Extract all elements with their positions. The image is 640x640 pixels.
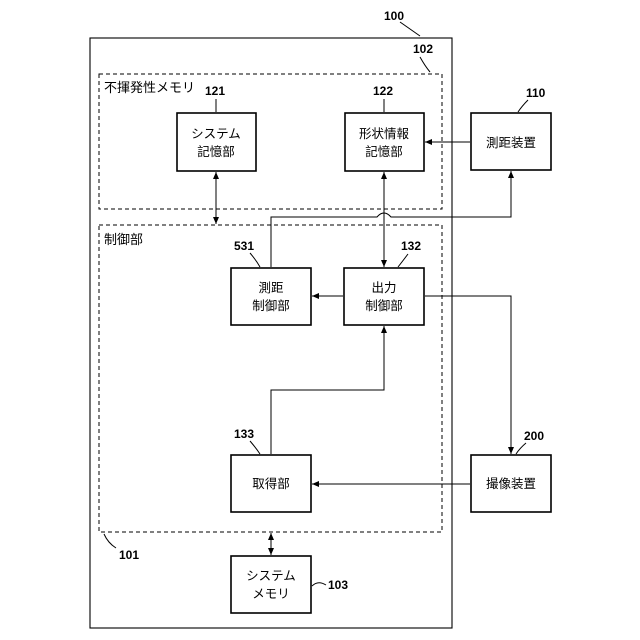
system-storage-line2: 記憶部 xyxy=(197,144,235,159)
imaging-device-number: 200 xyxy=(524,429,544,443)
shape-storage-number: 122 xyxy=(373,84,393,98)
imaging-device-label: 撮像装置 xyxy=(486,476,536,491)
ranging-control-box xyxy=(231,268,311,325)
output-control-line1: 出力 xyxy=(371,280,396,295)
system-memory-leader xyxy=(312,583,326,586)
ranging-device-label: 測距装置 xyxy=(486,135,536,150)
output-control-box xyxy=(344,268,424,325)
system-storage-number: 121 xyxy=(205,84,225,98)
ranging-device-number: 110 xyxy=(526,86,546,100)
ranging-control-leader xyxy=(250,253,260,267)
system-memory-line2: メモリ xyxy=(252,586,290,601)
nonvolatile-memory-label: 不揮発性メモリ xyxy=(104,81,195,96)
device-number: 100 xyxy=(384,9,404,23)
imaging-device-leader xyxy=(516,443,526,454)
control-region-label: 制御部 xyxy=(104,233,143,248)
control-region-leader xyxy=(104,534,116,548)
ranging-control-to-ranging-device-arrow xyxy=(271,171,511,267)
shape-storage-box xyxy=(345,113,424,171)
ranging-control-line2: 制御部 xyxy=(252,298,290,313)
system-memory-number: 103 xyxy=(328,578,348,592)
control-region-number: 101 xyxy=(119,548,139,562)
system-memory-line1: システム xyxy=(246,568,296,583)
acquisition-leader xyxy=(250,441,260,454)
output-to-imaging-device-arrow xyxy=(425,296,511,454)
ranging-control-number: 531 xyxy=(234,239,254,253)
acquisition-label: 取得部 xyxy=(252,476,290,491)
shape-storage-line1: 形状情報 xyxy=(359,126,410,141)
shape-storage-line2: 記憶部 xyxy=(365,144,403,159)
system-storage-line1: システム xyxy=(191,126,241,141)
nonvolatile-region-leader xyxy=(420,57,430,72)
ranging-control-line1: 測距 xyxy=(258,280,283,295)
output-control-number: 132 xyxy=(401,239,421,253)
system-memory-box xyxy=(231,556,311,613)
acquisition-to-output-arrow xyxy=(271,326,384,454)
acquisition-number: 133 xyxy=(234,427,254,441)
output-control-leader xyxy=(398,254,408,267)
device-number-leader xyxy=(400,22,420,36)
output-control-line2: 制御部 xyxy=(365,298,403,313)
nonvolatile-region-number: 102 xyxy=(413,42,433,56)
system-storage-box xyxy=(177,113,256,171)
ranging-device-leader xyxy=(518,100,528,112)
